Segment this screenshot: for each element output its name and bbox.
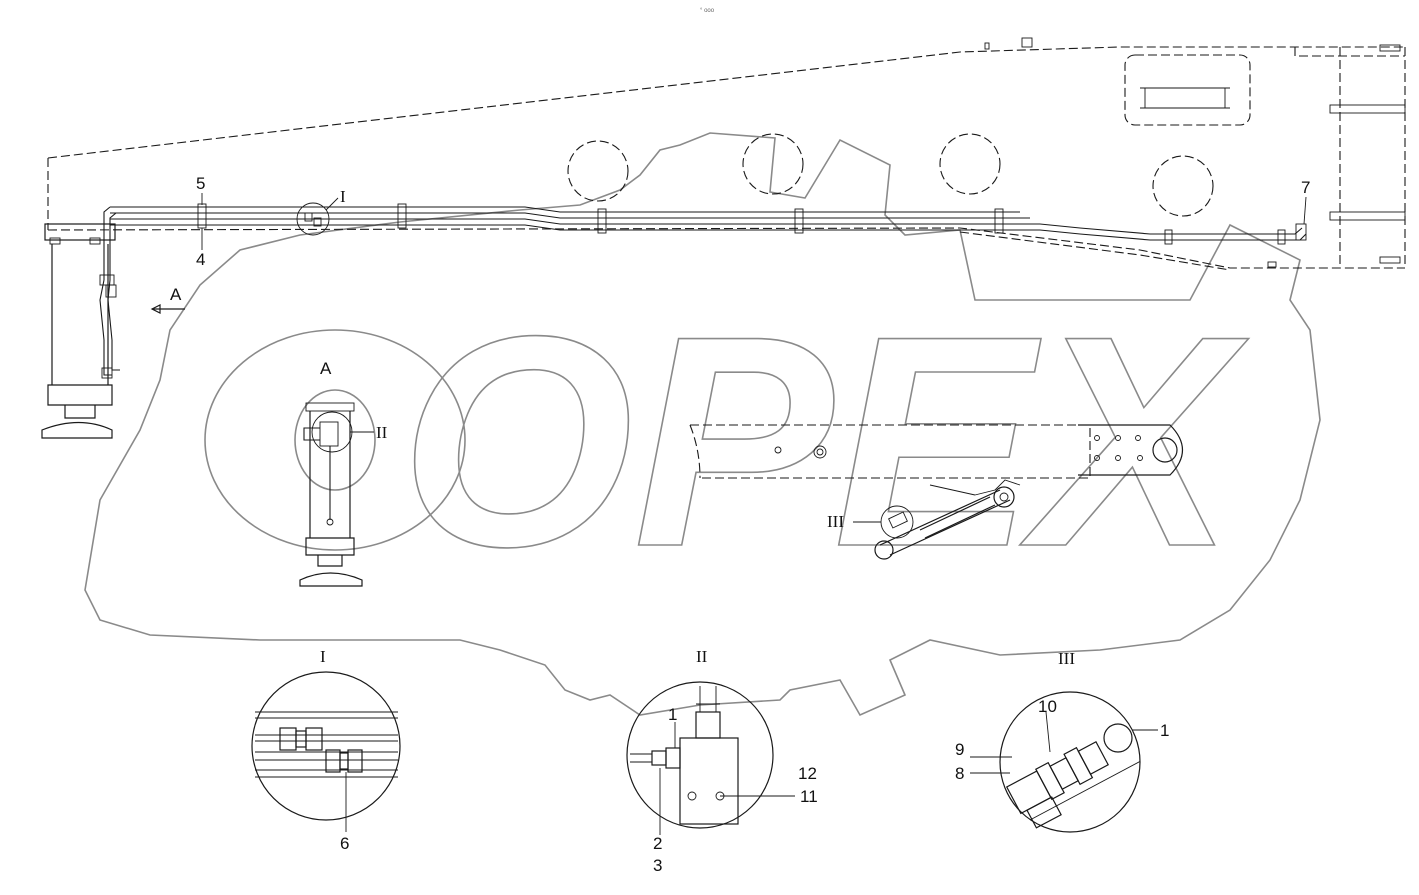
detail-marker-II: II: [376, 423, 388, 442]
callout-4: 4: [196, 250, 205, 269]
watermark-gear-outline: [84, 132, 1321, 717]
hydraulic-lines: [103, 202, 1307, 280]
detail-marker-III: III: [827, 512, 844, 531]
detail-II-callout-12: 12: [798, 764, 817, 783]
detail-III-title: III: [1058, 649, 1075, 668]
boom-outline: [47, 37, 1406, 271]
detail-III-callout-10: 10: [1038, 697, 1057, 716]
watermark-text: OPEX: [400, 273, 1249, 609]
detail-III-callout-1: 1: [1160, 721, 1169, 740]
header-mark: ° ooo: [700, 8, 715, 14]
watermark-o-inner: [294, 389, 376, 491]
view-A: A II: [299, 359, 388, 587]
detail-II-callout-1: 1: [668, 705, 677, 724]
detail-II: II 1 2 3 12 11: [626, 647, 818, 875]
view-marker-A: A: [320, 359, 332, 378]
callout-5: 5: [196, 174, 205, 193]
callout-7: 7: [1301, 178, 1310, 197]
section-arrow-A: A: [150, 285, 185, 314]
detail-III-callout-8: 8: [955, 764, 964, 783]
detail-I: I 6: [251, 647, 401, 853]
section-marker-A: A: [170, 285, 182, 304]
detail-I-callout-6: 6: [340, 834, 349, 853]
detail-II-callout-3: 3: [653, 856, 662, 875]
watermark: OPEX: [84, 132, 1321, 717]
detail-II-callout-11: 11: [800, 787, 818, 806]
watermark-o-outer: [204, 329, 466, 551]
detail-III: III 1 10 9 8: [955, 649, 1169, 833]
arm-assembly: III: [689, 424, 1184, 560]
detail-marker-I: I: [340, 187, 346, 206]
detail-II-title: II: [696, 647, 708, 666]
outrigger-left: [41, 223, 120, 439]
detail-II-callout-2: 2: [653, 834, 662, 853]
detail-III-callout-9: 9: [955, 740, 964, 759]
detail-I-title: I: [320, 647, 326, 666]
